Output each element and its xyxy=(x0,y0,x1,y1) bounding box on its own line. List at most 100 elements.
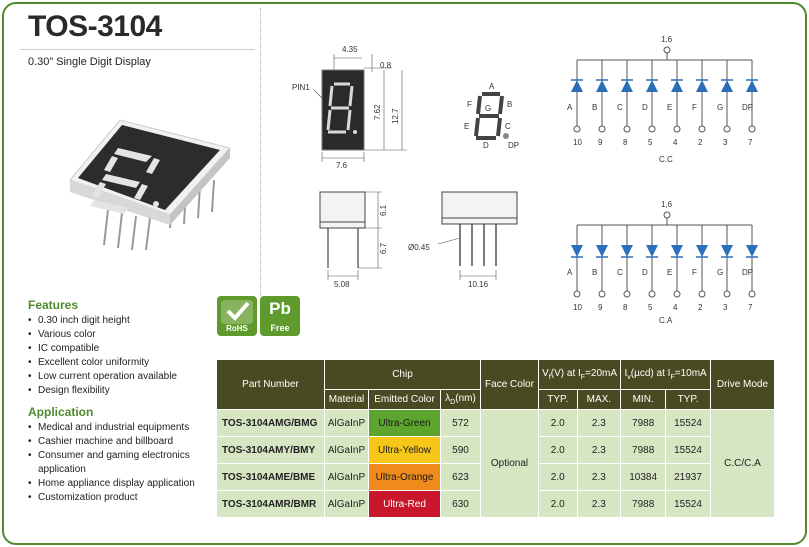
pin-number: 5 xyxy=(648,303,653,312)
application-list: Medical and industrial equipmentsCashier… xyxy=(28,421,213,505)
cc-common-pins: 1,6 xyxy=(661,35,673,44)
pin-number: 8 xyxy=(623,303,628,312)
pin-number: 4 xyxy=(673,303,678,312)
pin-number: 4 xyxy=(673,138,678,147)
wavelength-cell: 572 xyxy=(440,409,481,437)
front-view-drawing: 4.35 0.8 7.62 12.7 7.6 PIN1 xyxy=(292,45,407,170)
seg-label-d: D xyxy=(483,141,489,150)
features-item: Excellent color uniformity xyxy=(28,356,177,370)
diode-icon xyxy=(596,245,608,257)
segment-letter: E xyxy=(667,103,672,112)
pin-terminal xyxy=(623,290,631,298)
emitted-color-cell: Ultra-Red xyxy=(368,490,441,518)
segment-letter: D xyxy=(642,268,648,277)
pin-terminal xyxy=(698,290,706,298)
pin-number: 2 xyxy=(698,138,703,147)
segment-letter: A xyxy=(567,103,573,112)
side-view-drawing: 6.1 6.7 5.08 xyxy=(319,191,388,289)
column-divider xyxy=(260,8,261,296)
part-number-cell: TOS-3104AMR/BMR xyxy=(216,490,325,518)
free-label: Free xyxy=(270,323,290,333)
diode-icon xyxy=(696,245,708,257)
product-photo xyxy=(69,119,231,250)
seg-label-a: A xyxy=(489,82,495,91)
diode-icon xyxy=(721,80,733,92)
iv-min-cell: 7988 xyxy=(620,490,667,518)
diode-icon xyxy=(571,80,583,92)
diode-icon xyxy=(746,80,758,92)
features-item: Various color xyxy=(28,328,177,342)
th-material: Material xyxy=(324,389,369,410)
diode-icon xyxy=(621,245,633,257)
material-cell: AlGaInP xyxy=(324,490,369,518)
pin-number: 9 xyxy=(598,138,603,147)
vf-typ-cell: 2.0 xyxy=(538,463,578,491)
iv-typ-cell: 15524 xyxy=(665,409,711,437)
segment-letter: C xyxy=(617,103,623,112)
material-cell: AlGaInP xyxy=(324,436,369,464)
segment-letter: C xyxy=(617,268,623,277)
th-iv: Iv(µcd) at IF=10mA xyxy=(620,359,711,390)
dim-bottom-dia: Ø0.45 xyxy=(408,243,430,252)
application-item: Customization product xyxy=(28,491,213,505)
iv-typ-cell: 15524 xyxy=(665,436,711,464)
wavelength-cell: 590 xyxy=(440,436,481,464)
seg-label-dp: DP xyxy=(508,141,519,150)
seg-label-e: E xyxy=(464,122,469,131)
dim-side-h1: 6.1 xyxy=(379,204,388,216)
th-face-color: Face Color xyxy=(480,359,539,410)
pin-number: 2 xyxy=(698,303,703,312)
common-terminal xyxy=(663,46,671,54)
iv-min-cell: 10384 xyxy=(620,463,667,491)
face-color-cell: Optional xyxy=(480,409,539,518)
cc-caption: C.C xyxy=(659,155,673,164)
application-section: Application Medical and industrial equip… xyxy=(28,405,213,505)
segment-letter: F xyxy=(692,103,697,112)
pin-terminal xyxy=(573,125,581,133)
drive-mode-cell: C.C/C.A xyxy=(710,409,775,518)
emitted-color-cell: Ultra-Green xyxy=(368,409,441,437)
pin-terminal xyxy=(673,125,681,133)
rohs-badge: RoHS xyxy=(217,296,257,336)
pb-label: Pb xyxy=(269,299,291,318)
pin-number: 8 xyxy=(623,138,628,147)
segment-letter: F xyxy=(692,268,697,277)
diode-icon xyxy=(746,245,758,257)
diode-icon xyxy=(696,80,708,92)
dim-front-h1: 7.62 xyxy=(373,104,382,120)
iv-min-cell: 7988 xyxy=(620,436,667,464)
segment-letter: G xyxy=(717,268,723,277)
pin-number: 7 xyxy=(748,138,753,147)
vf-typ-cell: 2.0 xyxy=(538,409,578,437)
emitted-color-cell: Ultra-Yellow xyxy=(368,436,441,464)
th-drive-mode: Drive Mode xyxy=(710,359,775,410)
pin-number: 3 xyxy=(723,303,728,312)
dim-front-w3: 7.6 xyxy=(336,161,348,170)
ca-common-pins: 1,6 xyxy=(661,200,673,209)
th-iv-typ: TYP. xyxy=(665,389,711,410)
diode-icon xyxy=(721,245,733,257)
seg-label-g: G xyxy=(485,104,491,113)
material-cell: AlGaInP xyxy=(324,463,369,491)
th-vf-typ: TYP. xyxy=(538,389,578,410)
pb-free-badge: Pb Free xyxy=(260,296,300,336)
pin-terminal xyxy=(623,125,631,133)
vf-max-cell: 2.3 xyxy=(576,463,622,491)
page-subtitle: 0.30” Single Digit Display xyxy=(28,56,151,68)
segment-letter: A xyxy=(567,268,573,277)
dim-front-w2: 0.8 xyxy=(380,61,392,70)
segment-letter: G xyxy=(717,103,723,112)
vf-typ-cell: 2.0 xyxy=(538,490,578,518)
features-section: Features 0.30 inch digit heightVarious c… xyxy=(28,298,177,398)
segment-map: A B C D E F G DP xyxy=(464,82,519,150)
pin-terminal xyxy=(723,290,731,298)
features-item: IC compatible xyxy=(28,342,177,356)
segment-letter: DP xyxy=(742,268,753,277)
spec-table: Part Number Chip Face Color Vf(V) at IF=… xyxy=(216,359,775,518)
pin-number: 3 xyxy=(723,138,728,147)
material-cell: AlGaInP xyxy=(324,409,369,437)
